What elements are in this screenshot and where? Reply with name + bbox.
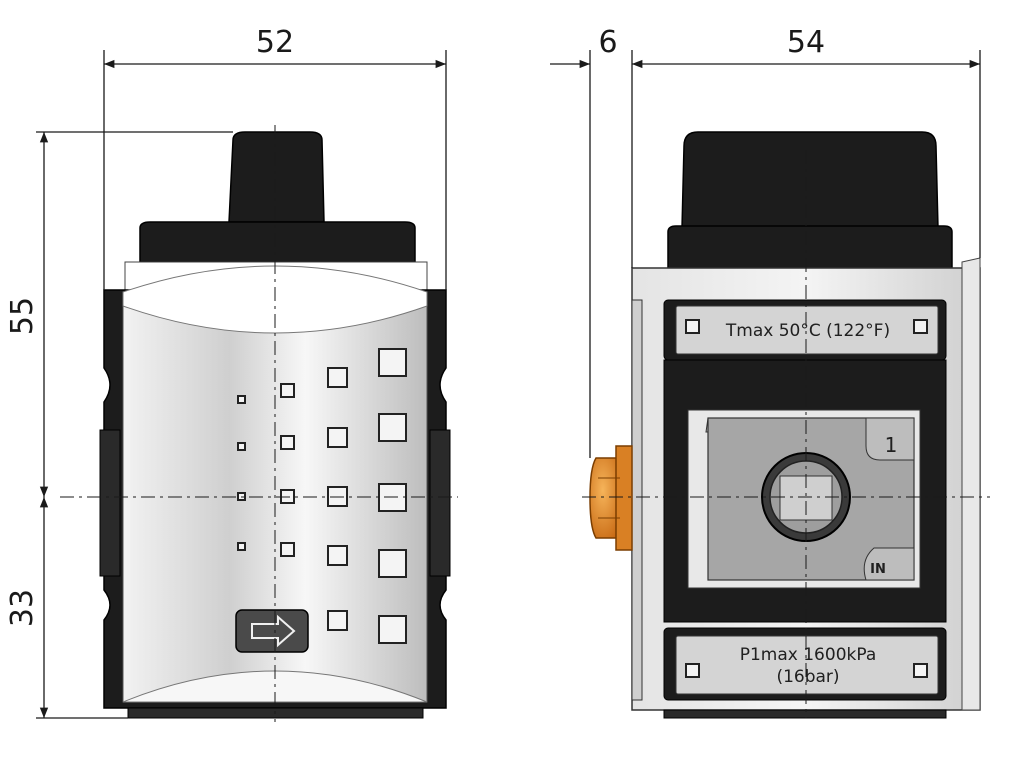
vent-pattern (237, 348, 407, 644)
dim-width-side: 54 (787, 25, 825, 60)
port-number: 1 (885, 433, 898, 457)
p1max-label-line2: (16bar) (776, 667, 839, 687)
dim-width-offset: 6 (598, 25, 617, 60)
side-knob (681, 131, 939, 229)
front-knob (228, 131, 325, 223)
p1max-label-line1: P1max 1600kPa (740, 645, 877, 665)
center-lines (60, 125, 990, 722)
dim-width-front: 52 (256, 25, 294, 60)
side-view: Tmax 50°C (122°F) 1 IN P1max 1600kPa (16… (589, 131, 981, 719)
port-in-label: IN (870, 562, 886, 577)
dim-height-lower: 33 (5, 589, 40, 627)
dimension-lines (36, 50, 981, 719)
tmax-label: Tmax 50°C (122°F) (725, 321, 890, 341)
side-cap-ring (667, 225, 953, 269)
front-cap-ring (139, 221, 416, 263)
dim-height-upper: 55 (5, 297, 40, 335)
flow-arrow-icon (235, 609, 309, 653)
gauge-plug (589, 445, 633, 551)
